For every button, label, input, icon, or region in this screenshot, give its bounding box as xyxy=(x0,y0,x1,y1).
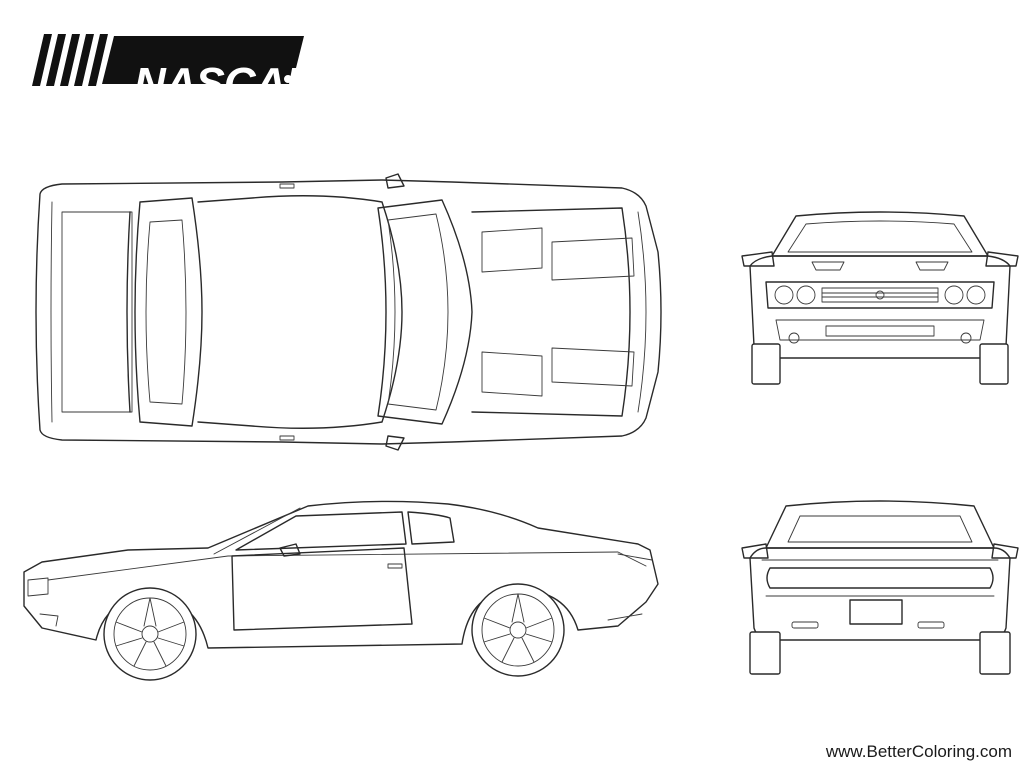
car-front-view-drawing xyxy=(741,211,1019,385)
car-rear-view-drawing xyxy=(741,500,1019,675)
car-side-view xyxy=(18,494,668,684)
car-top-view-drawing xyxy=(35,173,662,451)
car-front-view xyxy=(736,208,1024,388)
car-top-view xyxy=(22,172,672,452)
nascar-logo-icon xyxy=(32,34,304,86)
nascar-logo: NASCAR xyxy=(30,30,317,106)
site-credit: www.BetterColoring.com xyxy=(825,742,1012,761)
logo-wordmark: NASCAR xyxy=(134,59,317,108)
car-rear-view xyxy=(736,496,1024,678)
car-side-view-drawing xyxy=(23,500,659,681)
